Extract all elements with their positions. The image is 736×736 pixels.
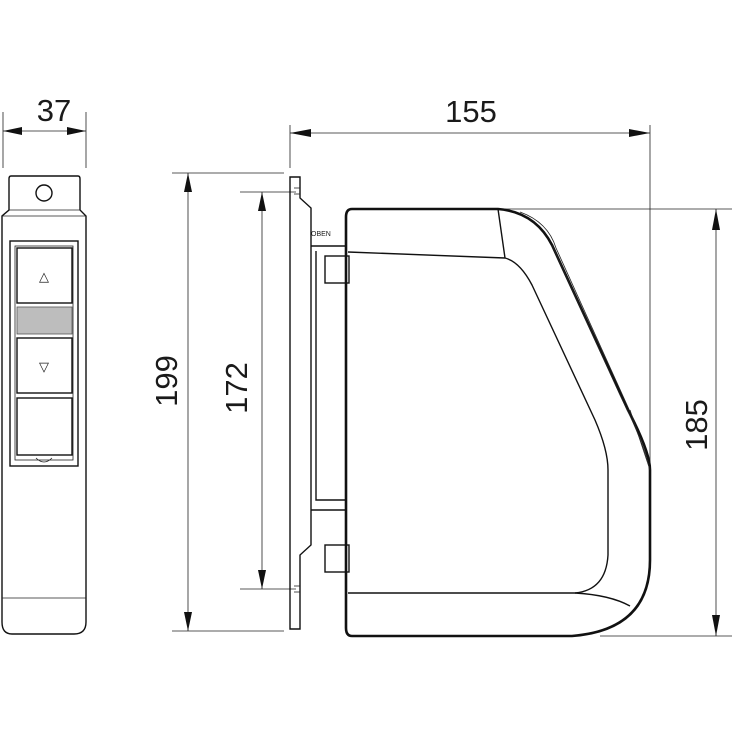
down-button[interactable] bbox=[16, 337, 73, 394]
up-arrow-icon: △ bbox=[39, 270, 49, 285]
hole-spacing-label: 172 bbox=[219, 362, 254, 414]
up-button[interactable] bbox=[16, 247, 73, 304]
mount-mark-label: OBEN bbox=[311, 231, 331, 238]
plate-height-label: 199 bbox=[149, 355, 184, 407]
lanyard-hole bbox=[35, 184, 53, 202]
remote-width-label: 37 bbox=[37, 93, 71, 128]
remote-control: 37 △ ▽ bbox=[1, 93, 87, 635]
stop-button[interactable] bbox=[16, 306, 73, 335]
body-width-dimension: 155 bbox=[289, 94, 651, 475]
winder-body bbox=[324, 207, 652, 638]
body-width-label: 155 bbox=[445, 94, 497, 129]
winder-outer-contour bbox=[344, 207, 652, 638]
wall-plate: OBEN bbox=[289, 176, 345, 630]
remote-housing bbox=[1, 175, 87, 635]
body-height-label: 185 bbox=[679, 399, 714, 451]
vertical-dimensions: 199 172 bbox=[149, 172, 296, 632]
bottom-bracket-tab bbox=[324, 544, 350, 573]
down-arrow-icon: ▽ bbox=[39, 360, 49, 375]
remote-width-dimension: 37 bbox=[2, 93, 87, 168]
top-bracket-tab bbox=[324, 255, 350, 284]
remote-window bbox=[16, 397, 73, 456]
